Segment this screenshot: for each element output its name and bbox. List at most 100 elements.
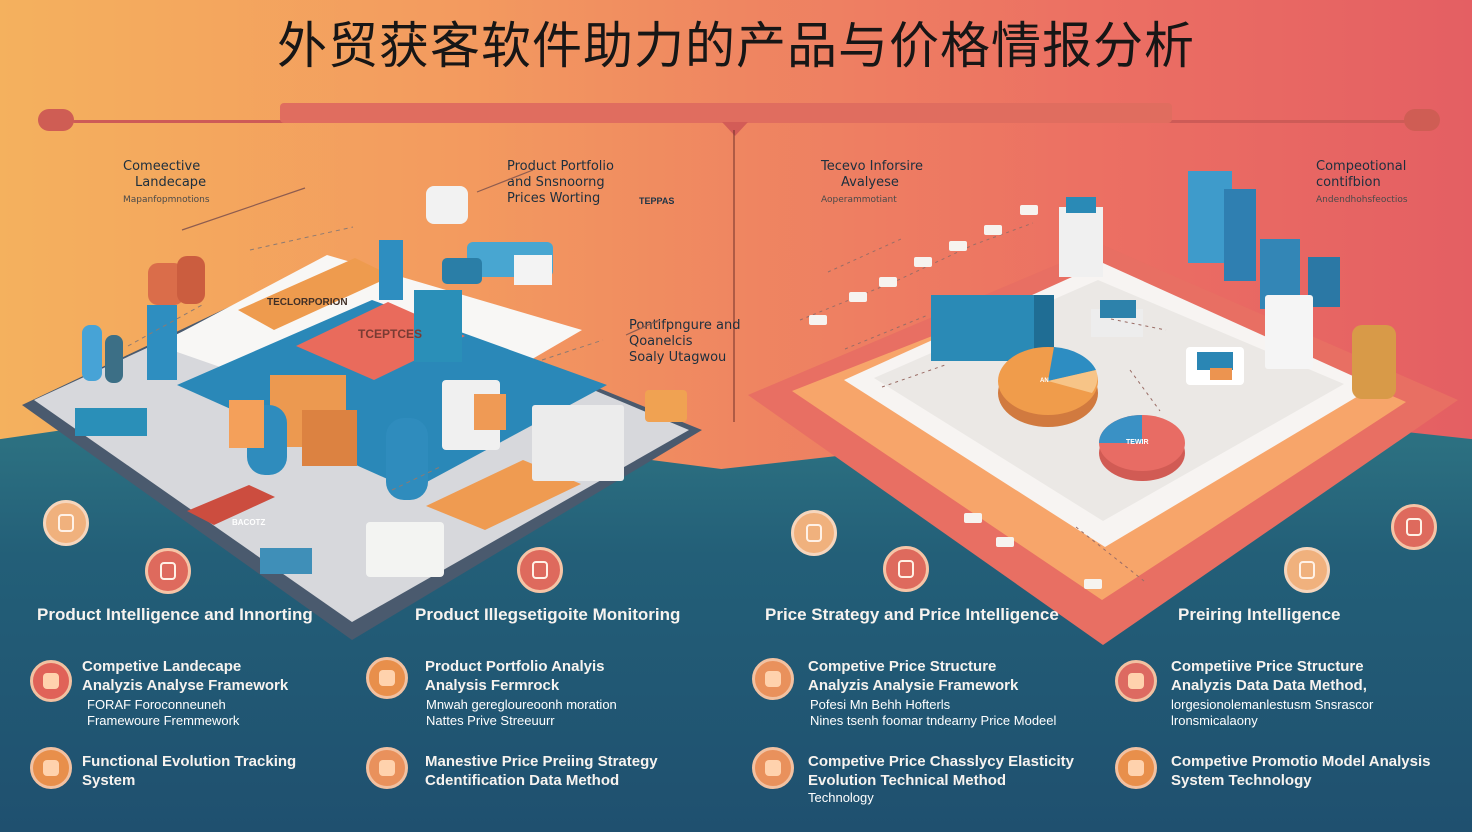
right-board-chart-label-2: TEWIR [1126,439,1149,446]
card-icon-3 [366,657,408,699]
right-board-pie-light-slice [1048,370,1098,393]
left-board-base-cylinders [148,263,184,305]
card-icon-1 [30,660,72,702]
left-callout-product-portfolio-line-2: and Snsnoorng [507,175,605,190]
left-board-white-panel [532,405,624,481]
left-board-white-tower [426,186,468,224]
left-board-callout-line-2 [476,169,534,193]
right-callout-competitive: Compeotional contifbion Andendhohsfeocti… [1316,159,1408,206]
right-board-mini-block-blue [1100,300,1136,318]
header-right-badge [1404,109,1440,131]
right-board-console-screen [1197,352,1233,370]
right-callout-competitive-subtext: Andendhohsfeoctios [1316,195,1408,205]
left-callout-competitive-landscape-subtext: Mapanfopmnotions [123,195,210,205]
left-board-dashed-lines [127,226,604,491]
card-7-line-4: lronsmicalaony [1171,713,1258,728]
left-board-blue-small-panel [260,548,312,574]
left-board-blue-column-2 [379,240,403,300]
right-board-donut-blue-slice [1099,415,1142,443]
right-board-console-orange [1210,368,1232,380]
right-badge-icon-2 [883,546,929,592]
right-board-paper [1265,295,1313,369]
left-board-machine-top [442,258,482,284]
left-callout-competitive-landscape-line-1: Comeective [123,159,201,174]
card-4-line-1: Manestive Price Preiing Strategy [425,753,658,770]
right-board-chart-label-1: AN [1040,378,1049,384]
header-left-badge [38,109,74,131]
left-callout-competitive-landscape: Comeective Landecape Mapanfopmnotions [123,159,210,206]
section-title-3: Price Strategy and Price Intelligence [765,605,1059,624]
card-5-line-2: Analyzis Analysie Framework [808,677,1019,694]
card-7-line-3: lorgesionolemanlestusm Snsrascor [1171,697,1374,712]
right-board-right-building-2 [1224,189,1256,281]
left-callout-product-portfolio: Product Portfolio and Snsnoorng Prices W… [507,159,614,207]
left-board-robot-1 [82,325,102,381]
left-board-orange-box-2 [302,410,357,466]
card-5-line-4: Nines tsenh foomar tndearny Price Modeel [810,713,1057,728]
left-board-orange-slab [238,258,392,330]
card-3-line-2: Analysis Fermrock [425,677,560,694]
left-board-tag-2: BACOTZ [232,518,265,527]
card-1-line-1: Competive Landecape [82,658,242,675]
right-board-nodes [809,205,1102,589]
right-board-blue-block [931,295,1043,361]
main-title: 外贸获客软件助力的产品与价格情报分析 [277,17,1195,75]
left-board-blue-column-1 [147,305,177,380]
card-3-line-4: Nattes Prive Streeuurr [426,713,555,728]
card-3-line-1: Product Portfolio Analyis [425,658,605,675]
left-callout-positioning-line-2: Qoanelcis [629,334,693,349]
left-board-callout-line-1 [181,187,306,231]
left-board-blue-panel [75,408,147,436]
card-icon-2 [30,747,72,789]
card-1-line-4: Framewoure Fremmework [87,713,240,728]
right-callout-competitive-line-1: Compeotional [1316,159,1407,174]
right-callout-competitive-line-2: contifbion [1316,175,1381,190]
left-board-slab-label-2: TCEPTCES [358,327,422,341]
left-badge-icon-1 [43,500,89,546]
right-callout-technology-line-1: Tecevo Inforsire [821,159,924,174]
right-board-pie-blue-slice [1048,347,1096,381]
card-7-line-1: Competiive Price Structure [1171,658,1364,675]
right-board-small-blue-block [1034,295,1054,350]
right-callout-technology: Tecevo Inforsire Avalyese Aoperammotiant [821,159,923,206]
card-2-line-1: Functional Evolution Tracking [82,753,297,770]
left-board-orange-small-box [474,394,506,430]
card-2-line-2: System [82,772,136,789]
left-board-robot-2 [105,335,123,383]
card-3-line-3: Mnwah geregloureoonh moration [426,697,617,712]
card-4-line-2: Cdentification Data Method [425,772,620,789]
right-badge-icon-1 [791,510,837,556]
right-isometric-board: AN TEWIR [748,171,1458,645]
left-callout-positioning: Pontifpngure and Qoanelcis Soaly Utagwou [629,318,740,366]
left-board-callout-line-3 [625,319,660,336]
section-title-4: Preiring Intelligence [1178,605,1341,624]
right-board-tower [1059,207,1103,277]
left-board-base-cylinders-2 [177,256,205,304]
right-badge-icon-3 [1284,547,1330,593]
left-callout-product-portfolio-line-3: Prices Worting [507,191,601,206]
left-badge-icon-2 [145,548,191,594]
left-callout-competitive-landscape-line-2: Landecape [135,175,207,190]
card-1-line-3: FORAF Foroconneuneh [87,697,226,712]
left-board-paper-stack [366,522,444,577]
card-icon-4 [366,747,408,789]
right-board-right-building-4 [1308,257,1340,307]
right-callout-technology-subtext: Aoperammotiant [821,195,897,205]
card-icon-5 [752,658,794,700]
card-5-line-3: Pofesi Mn Behh Hofterls [810,697,951,712]
left-board-orange-cart [645,390,687,422]
right-badge-icon-4 [1391,504,1437,550]
card-7-line-2: Analyzis Data Data Method, [1171,677,1367,694]
card-5-line-1: Competive Price Structure [808,658,997,675]
left-board-tag-1: TEPPAS [639,196,674,206]
card-icon-7 [1115,660,1157,702]
card-8-line-2: System Technology [1171,772,1312,789]
left-badge-icon-3 [517,547,563,593]
right-board-tower-top [1066,197,1096,213]
card-8-line-1: Competive Promotio Model Analysis [1171,753,1431,770]
center-divider [733,130,735,422]
header-bar [280,103,1172,123]
right-board-gold-structure [1352,325,1396,399]
section-title-1: Product Intelligence and Innorting [37,605,313,624]
